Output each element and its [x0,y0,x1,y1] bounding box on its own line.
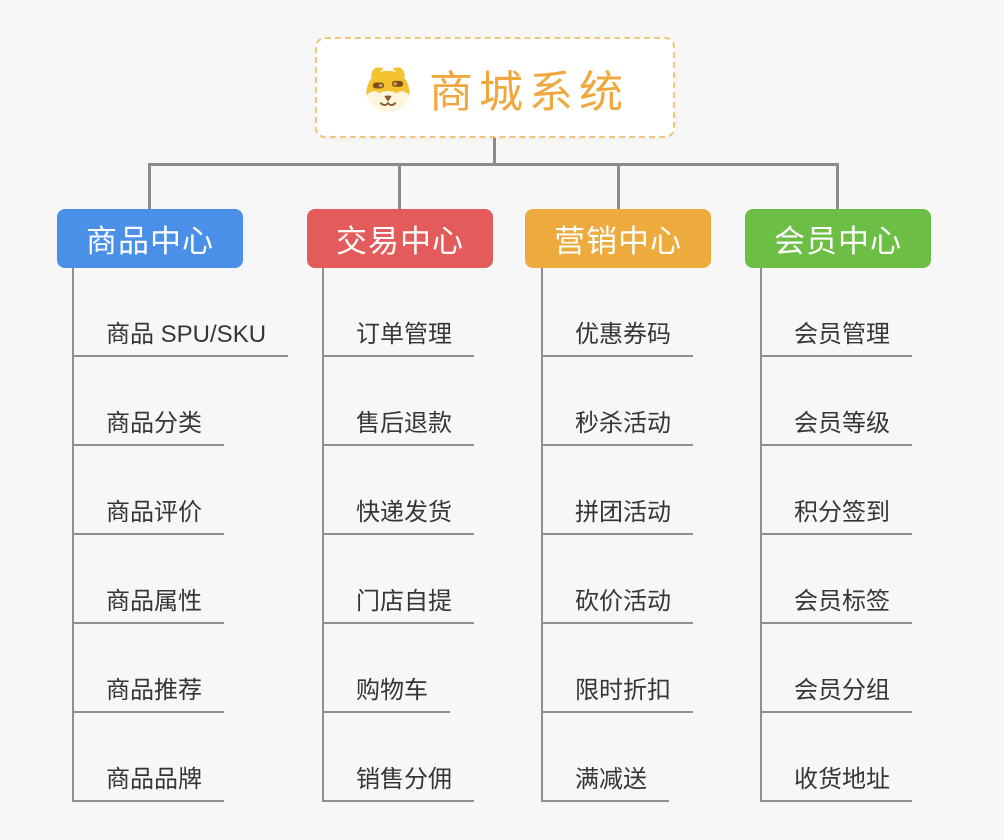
leaf-row: 秒杀活动 [541,357,791,446]
leaf-row: 优惠券码 [541,268,791,357]
leaf-row: 限时折扣 [541,624,791,713]
branch-children-trade-center: 订单管理 售后退款 快递发货 门店自提 购物车 销售分佣 [322,268,572,802]
branch-topic-trade-center[interactable]: 交易中心 [307,209,493,268]
root-topic[interactable]: 商城系统 [315,37,675,138]
branch-children-marketing-center: 优惠券码 秒杀活动 拼团活动 砍价活动 限时折扣 满减送 [541,268,791,802]
leaf-topic[interactable]: 秒杀活动 [541,403,693,446]
branch-topic-member-center[interactable]: 会员中心 [745,209,931,268]
leaf-topic[interactable]: 会员标签 [760,581,912,624]
connector-root-stub [493,137,496,165]
leaf-row: 会员分组 [760,624,1004,713]
branch-children-member-center: 会员管理 会员等级 积分签到 会员标签 会员分组 收货地址 [760,268,1004,802]
leaf-topic[interactable]: 商品评价 [72,492,224,535]
leaf-row: 商品 SPU/SKU [72,268,322,357]
leaf-topic[interactable]: 限时折扣 [541,670,693,713]
leaf-topic[interactable]: 满减送 [541,759,669,802]
leaf-topic[interactable]: 商品推荐 [72,670,224,713]
leaf-row: 会员等级 [760,357,1004,446]
leaf-topic[interactable]: 会员管理 [760,314,912,357]
leaf-row: 商品推荐 [72,624,322,713]
leaf-row: 收货地址 [760,713,1004,802]
leaf-topic[interactable]: 拼团活动 [541,492,693,535]
connector-drop [617,163,620,210]
leaf-topic[interactable]: 商品分类 [72,403,224,446]
connector-bus [148,163,839,166]
leaf-topic[interactable]: 商品属性 [72,581,224,624]
leaf-topic[interactable]: 购物车 [322,670,450,713]
connector-drop [398,163,401,210]
leaf-row: 商品评价 [72,446,322,535]
leaf-row: 拼团活动 [541,446,791,535]
leaf-topic[interactable]: 售后退款 [322,403,474,446]
leaf-topic[interactable]: 商品品牌 [72,759,224,802]
branch-topic-product-center[interactable]: 商品中心 [57,209,243,268]
leaf-topic[interactable]: 优惠券码 [541,314,693,357]
leaf-row: 门店自提 [322,535,572,624]
leaf-row: 商品分类 [72,357,322,446]
leaf-topic[interactable]: 商品 SPU/SKU [72,314,289,357]
leaf-topic[interactable]: 收货地址 [760,759,912,802]
leaf-row: 商品属性 [72,535,322,624]
leaf-row: 砍价活动 [541,535,791,624]
leaf-row: 销售分佣 [322,713,572,802]
leaf-row: 商品品牌 [72,713,322,802]
leaf-topic[interactable]: 会员分组 [760,670,912,713]
connector-drop [148,163,151,210]
leaf-row: 快递发货 [322,446,572,535]
dog-face-icon [361,61,415,115]
leaf-topic[interactable]: 快递发货 [322,492,474,535]
connector-drop [836,163,839,210]
leaf-row: 售后退款 [322,357,572,446]
leaf-topic[interactable]: 砍价活动 [541,581,693,624]
leaf-topic[interactable]: 订单管理 [322,314,474,357]
leaf-topic[interactable]: 积分签到 [760,492,912,535]
leaf-row: 满减送 [541,713,791,802]
branch-topic-marketing-center[interactable]: 营销中心 [525,209,711,268]
root-topic-label: 商城系统 [429,67,629,117]
leaf-row: 会员管理 [760,268,1004,357]
leaf-topic[interactable]: 门店自提 [322,581,474,624]
leaf-row: 会员标签 [760,535,1004,624]
branch-children-product-center: 商品 SPU/SKU 商品分类 商品评价 商品属性 商品推荐 商品品牌 [72,268,322,802]
leaf-topic[interactable]: 会员等级 [760,403,912,446]
leaf-row: 订单管理 [322,268,572,357]
leaf-topic[interactable]: 销售分佣 [322,759,474,802]
leaf-row: 积分签到 [760,446,1004,535]
leaf-row: 购物车 [322,624,572,713]
